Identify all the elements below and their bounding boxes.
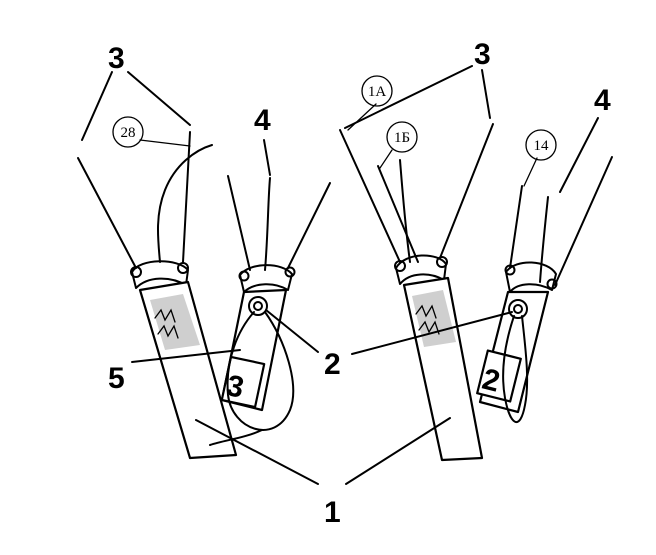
right-small-ring <box>505 261 557 293</box>
left-small-knot-b <box>284 266 296 278</box>
leader-lines <box>81 65 599 485</box>
circle-14 <box>525 129 557 161</box>
left-ring-knot-b <box>177 262 189 274</box>
circle-28 <box>112 116 144 148</box>
leader-left-4 <box>263 139 271 176</box>
right-ring-knot-b <box>436 256 448 268</box>
left-line-4c <box>264 177 271 271</box>
label-right-4: 4 <box>594 84 611 117</box>
leader-left-3b <box>127 71 191 126</box>
leader-5 <box>131 349 241 363</box>
left-small-ring <box>239 264 293 293</box>
right-line-4a <box>554 156 613 286</box>
right-loop-cord <box>502 315 529 424</box>
left-number-plate <box>220 355 266 409</box>
label-left-3: 3 <box>108 42 125 75</box>
leader-1b <box>379 149 393 169</box>
right-small-knot-b <box>546 278 558 290</box>
left-line-3a <box>77 157 137 269</box>
leader-14 <box>523 157 538 187</box>
leader-2b <box>351 311 513 355</box>
left-slider-hatch <box>154 308 179 339</box>
right-line-3 <box>439 123 494 259</box>
label-1: 1 <box>324 496 341 529</box>
leader-right-4 <box>559 117 599 193</box>
left-line-3b <box>182 131 191 263</box>
left-grommet-inner <box>253 301 263 311</box>
right-line-1a <box>339 129 401 263</box>
mark-1b-text: 1Б <box>394 130 410 146</box>
leader-right-3b <box>481 69 491 119</box>
left-line-4b <box>287 182 331 269</box>
circle-1b <box>386 121 418 153</box>
left-strap-ring <box>131 260 189 289</box>
label-left-4: 4 <box>254 104 271 137</box>
leader-left-3a <box>81 71 113 141</box>
left-assembly: 3 <box>77 131 331 460</box>
circle-1a <box>361 75 393 107</box>
right-assembly: 2 <box>339 123 613 462</box>
label-2: 2 <box>324 348 341 381</box>
left-slider-number: 3 <box>224 369 247 405</box>
circled-marks: 28 1А 1Б 14 <box>112 75 557 161</box>
leader-1b-line <box>345 417 451 485</box>
leader-right-3a <box>344 65 473 129</box>
left-ring-knot-a <box>130 266 142 278</box>
left-cord-28 <box>156 144 213 263</box>
left-small-knot-a <box>238 270 250 282</box>
mark-14-text: 14 <box>534 138 550 154</box>
left-line-4a <box>227 175 251 271</box>
right-strap-ring <box>395 254 447 285</box>
leader-28 <box>139 139 191 147</box>
right-line-4b <box>539 196 549 283</box>
right-cord-1b <box>399 159 411 263</box>
right-line-14 <box>509 185 523 269</box>
right-line-1b <box>377 165 419 263</box>
leader-1a-line <box>195 419 319 485</box>
right-grommet-inner <box>513 304 523 314</box>
number-labels: 3 4 3 4 5 2 1 <box>108 38 611 529</box>
label-right-3: 3 <box>474 38 491 71</box>
leader-1a <box>347 103 377 131</box>
right-small-knot-a <box>504 264 516 276</box>
left-grommet-outer <box>248 296 268 316</box>
mark-1a-text: 1А <box>368 84 387 100</box>
right-grommet-outer <box>508 299 528 319</box>
leader-2a <box>265 309 319 353</box>
left-loop-tail <box>209 429 263 446</box>
label-5: 5 <box>108 362 125 395</box>
right-slider-hatch <box>415 304 440 335</box>
right-slider-pattern <box>412 290 456 347</box>
mark-28-text: 28 <box>121 125 136 141</box>
right-ring-knot-a <box>394 260 406 272</box>
